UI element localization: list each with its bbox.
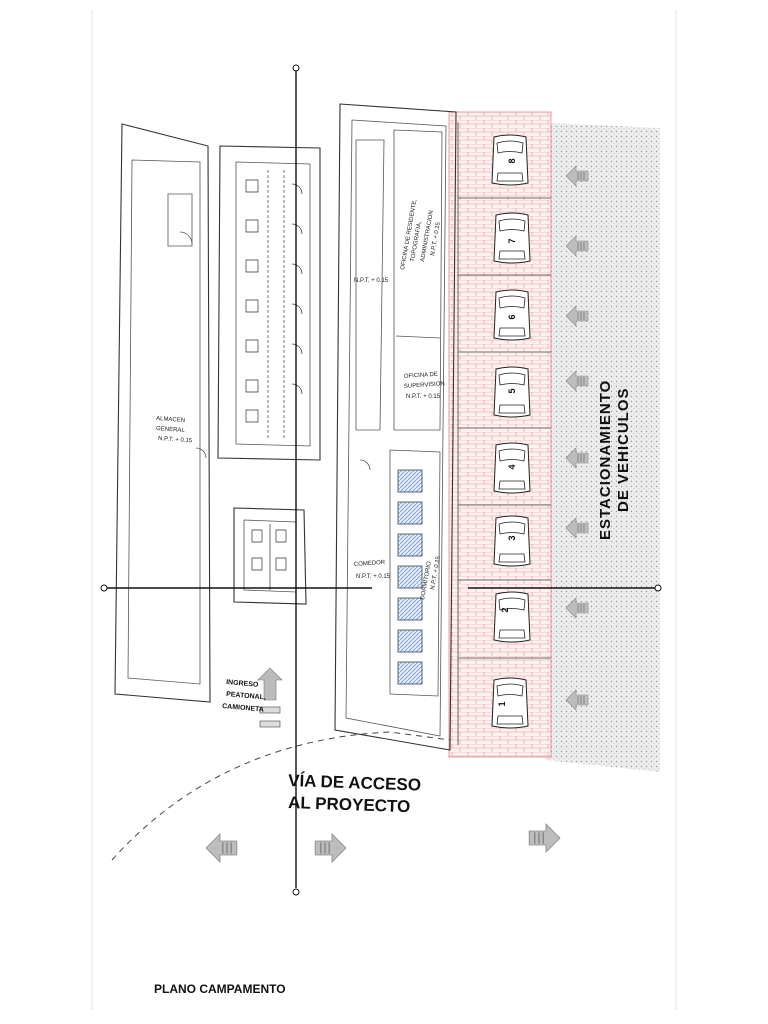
parking-area	[448, 111, 552, 758]
parking-title-line-1: ESTACIONAMIENTO	[597, 380, 614, 540]
car-7	[493, 212, 531, 264]
access-road-line-1: VÍA DE ACCESO	[288, 771, 421, 795]
parking-title: ESTACIONAMIENTO DE VEHICULOS	[597, 380, 632, 540]
office-building	[334, 103, 457, 751]
parking-stall-lines	[457, 122, 551, 745]
access-road-label: VÍA DE ACCESO AL PROYECTO	[288, 771, 421, 816]
bathroom-block	[217, 145, 321, 461]
space-number-3: 3	[507, 535, 517, 540]
almacen-label-2: GENERAL	[156, 426, 186, 434]
grid-axes	[100, 64, 662, 896]
pasillo-level: N.P.T. + 0.15	[354, 278, 389, 284]
supervision-level: N.P.T. + 0.15	[406, 394, 441, 400]
supervision-label-1: OFICINA DE	[404, 372, 438, 380]
space-number-8: 8	[507, 158, 517, 163]
space-number-4: 4	[507, 464, 517, 469]
dormitorio-level: N.P.T. + 0.15	[430, 555, 442, 590]
plan-title: PLANO CAMPAMENTO	[154, 982, 286, 996]
entry-line-3: CAMIONETA	[222, 703, 264, 714]
space-number-7: 7	[507, 238, 517, 243]
parking-title-line-2: DE VEHICULOS	[615, 387, 632, 512]
entry-line-1: INGRESO	[226, 679, 259, 689]
space-number-6: 6	[507, 314, 517, 319]
small-toilet-block	[233, 507, 307, 605]
almacen-label-1: ALMACEN	[156, 416, 185, 424]
space-number-5: 5	[507, 388, 517, 393]
comedor-label: COMEDOR	[354, 560, 386, 568]
dormitorio-beds	[397, 469, 423, 685]
space-number-2: 2	[500, 607, 510, 612]
access-road-line-2: AL PROYECTO	[288, 793, 411, 816]
comedor-level: N.P.T. + 0.15	[356, 574, 391, 580]
car-2	[493, 591, 531, 643]
road-arrows	[205, 823, 561, 863]
oficina-residente-level: N.P.T. + 0.15	[430, 221, 442, 256]
pedestrian-entry-label: INGRESO PEATONAL, CAMIONETA	[222, 679, 266, 714]
space-number-1: 1	[497, 701, 507, 706]
access-road-edge	[111, 731, 451, 861]
supervision-label-2: SUPERVISION	[404, 381, 445, 390]
pedestrian-entry-arrow	[257, 667, 283, 728]
almacen-building	[114, 123, 211, 703]
parking-numbers: 8 7 6 5 4 3 2 1	[497, 158, 517, 706]
almacen-level: N.P.T. + 0.15	[158, 436, 193, 444]
entry-line-2: PEATONAL,	[226, 691, 266, 701]
